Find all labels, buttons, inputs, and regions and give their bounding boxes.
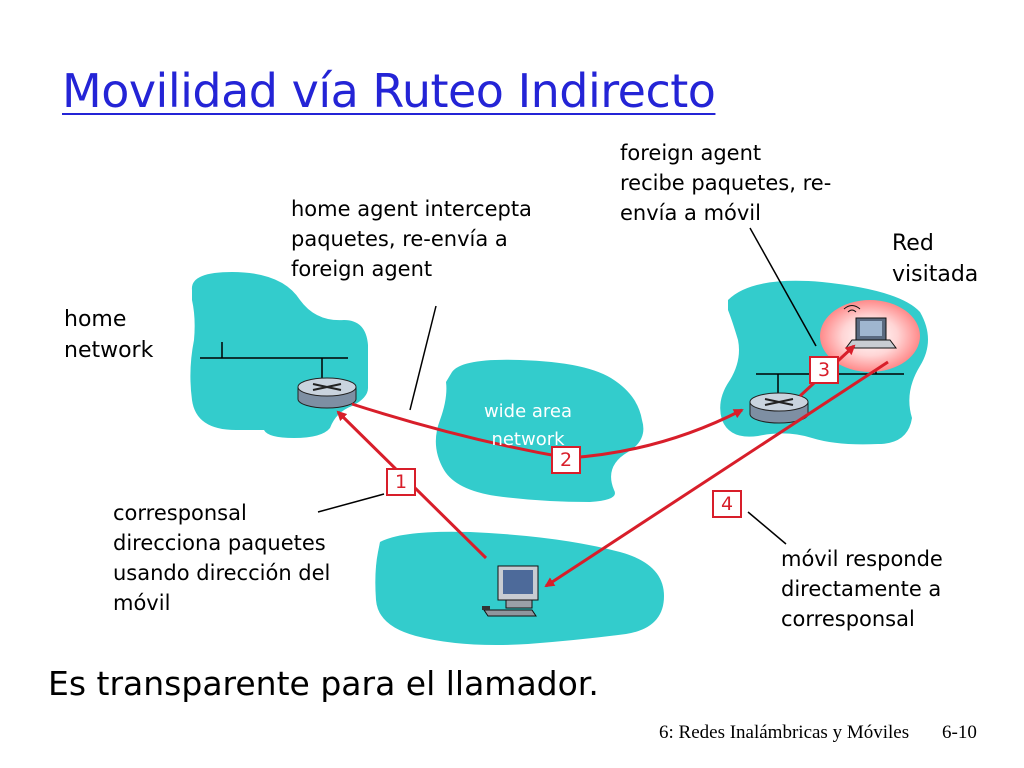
step-1-badge: 1 — [386, 468, 416, 496]
slide-title: Movilidad vía Ruteo Indirecto — [62, 64, 716, 118]
home-agent-annotation: home agent intercepta paquetes, re-envía… — [291, 197, 532, 281]
wide-area-network-cloud — [435, 359, 644, 502]
foreign-agent-pointer — [749, 227, 817, 347]
home-network-label: home network — [64, 307, 154, 363]
annotation-pointers — [317, 227, 817, 545]
step-4-badge: 4 — [712, 490, 742, 518]
foreign-agent-annotation: foreign agent recibe paquetes, re- envía… — [620, 141, 832, 225]
arrow-mobile-to-correspondent — [544, 360, 889, 588]
mobile-reply-annotation: móvil responde directamente a correspons… — [781, 547, 943, 631]
step-2-badge: 2 — [551, 446, 581, 474]
home-agent-pointer — [409, 305, 437, 411]
correspondent-computer-icon — [482, 565, 539, 617]
correspondent-annotation: corresponsal direcciona paquetes usando … — [113, 501, 331, 615]
footer-chapter: 6: Redes Inalámbricas y Móviles — [659, 722, 910, 743]
mobile-laptop-icon — [843, 305, 897, 349]
correspondent-pointer — [317, 493, 385, 513]
footer-page-number: 6-10 — [942, 722, 977, 743]
wide-area-network-label: wide area network — [483, 401, 573, 450]
foreign-agent-router-icon — [749, 392, 809, 424]
home-lan-segment — [200, 342, 348, 380]
step-3-badge: 3 — [809, 356, 839, 384]
home-agent-router-icon — [297, 377, 357, 409]
home-network-cloud — [190, 272, 368, 438]
slide-subtitle: Es transparente para el llamador. — [48, 664, 599, 703]
mobile-reply-pointer — [747, 511, 787, 545]
visited-network-label: Red visitada — [892, 231, 979, 287]
